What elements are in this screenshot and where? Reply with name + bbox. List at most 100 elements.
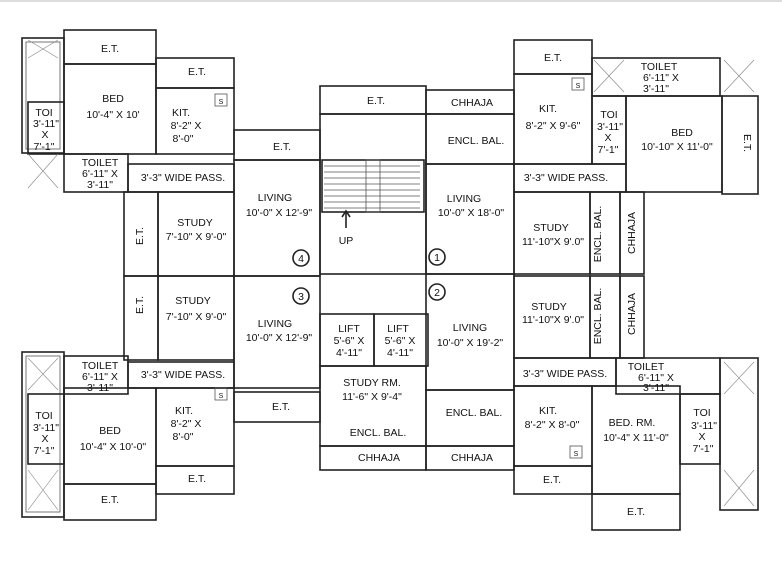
label-kit-sw-d2: 8'-0" (173, 431, 194, 443)
label-pass-se: 3'-3" WIDE PASS. (523, 368, 607, 380)
label-lift1: LIFT (338, 323, 360, 335)
label-et-se: E.T. (543, 474, 561, 486)
label-toilet-sw-d2: 3'-11" (87, 382, 113, 394)
label-study-nw: STUDY (177, 217, 213, 229)
label-toi-se-d2: X (698, 431, 705, 443)
label-et-nw2: E.T. (188, 66, 206, 78)
label-toilet-ne: TOILET (641, 61, 678, 73)
sink-label-nw: S (219, 99, 224, 106)
label-bed-se-dim: 10'-4" X 11'-0" (603, 432, 669, 444)
shaft-marks (27, 39, 755, 511)
label-pass-sw: 3'-3" WIDE PASS. (141, 369, 225, 381)
label-chhaja-top: CHHAJA (451, 97, 493, 109)
label-living4-dim: 10'-0" X 12'-9" (246, 207, 313, 219)
label-bed-ne: BED (671, 127, 693, 139)
label-toi-nw: TOI (35, 107, 52, 119)
label-toi-nw-d3: 7'-1" (34, 141, 55, 153)
flat-number-2-circle (428, 283, 446, 301)
label-up: UP (339, 235, 354, 247)
label-toilet-nw-d2: 3'-11" (87, 179, 113, 191)
label-toi-nw-d1: 3'-11" (33, 118, 59, 130)
sink-label-ne: S (576, 83, 581, 90)
label-chhaja-e1: CHHAJA (626, 212, 638, 254)
flat-number-3-circle (292, 287, 310, 305)
label-toilet-sw: TOILET (82, 360, 119, 372)
label-kit-sw-d1: 8'-2" X (171, 418, 202, 430)
label-toilet-nw: TOILET (82, 157, 119, 169)
flat-number-4-circle (292, 249, 310, 267)
label-study-rm: STUDY RM. (343, 377, 401, 389)
label-chhaja-bl: CHHAJA (358, 452, 400, 464)
label-encl-bal-c: ENCL. BAL. (350, 427, 407, 439)
flat-number-1-circle (428, 248, 446, 266)
label-living3-dim: 10'-0" X 12'-9" (246, 332, 313, 344)
label-bed-ne-dim: 10'-10" X 11'-0" (641, 141, 713, 153)
label-lift1-dim2: 4'-11" (336, 347, 362, 359)
flat-number-markers (292, 248, 446, 305)
label-bed-se: BED. RM. (609, 417, 656, 429)
label-study-ne: STUDY (533, 222, 569, 234)
label-lift2: LIFT (387, 323, 409, 335)
sink-boxes (214, 77, 585, 459)
label-lift2-dim1: 5'-6" X (385, 335, 416, 347)
label-et-study-w: E.T. (134, 296, 146, 314)
label-bed-sw-dim: 10'-4" X 10'-0" (80, 441, 147, 453)
label-et-stair: E.T. (367, 95, 385, 107)
label-study-ne-dim: 11'-10"X 9'.0" (522, 236, 584, 248)
label-et-sw2: E.T. (101, 494, 119, 506)
label-kit-nw: KIT. (172, 107, 190, 119)
label-study-e: STUDY (531, 301, 567, 313)
label-et-sw: E.T. (188, 473, 206, 485)
wall-outline (21, 29, 759, 531)
label-et-sw3: E.T. (272, 401, 290, 413)
label-living2: LIVING (453, 322, 487, 334)
label-toi-se: TOI (693, 407, 710, 419)
label-toilet-se: TOILET (628, 361, 665, 373)
sink-label-se: S (574, 451, 579, 458)
label-study-rm-dim: 11'-6" X 9'-4" (342, 391, 402, 403)
flat-number-2: 2 (434, 287, 440, 299)
stair-treads (324, 159, 420, 228)
label-living3: LIVING (258, 318, 292, 330)
sink-label-sw: S (219, 393, 224, 400)
label-toi-sw-d2: X (41, 433, 48, 445)
label-encl-bal-e2: ENCL. BAL. (592, 288, 604, 345)
label-living4: LIVING (258, 192, 292, 204)
label-encl-bal-ne: ENCL. BAL. (448, 135, 505, 147)
label-pass-nw: 3'-3" WIDE PASS. (141, 172, 225, 184)
label-toilet-ne-d1: 6'-11" X (643, 72, 679, 84)
label-living1-dim: 10'-0" X 18'-0" (438, 207, 505, 219)
label-study-e-dim: 11'-10"X 9'.0" (522, 314, 584, 326)
label-pass-ne: 3'-3" WIDE PASS. (524, 172, 608, 184)
label-toi-ne-d1: 3'-11" (597, 121, 623, 133)
label-study-nw-dim: 7'-10" X 9'-0" (166, 231, 227, 243)
label-et-ne: E.T. (544, 52, 562, 64)
label-et-se2: E.T. (627, 506, 645, 518)
label-toi-ne-d3: 7'-1" (598, 144, 619, 156)
label-kit-nw-d1: 8'-2" X (171, 120, 202, 132)
label-toi-ne: TOI (600, 109, 617, 121)
label-kit-se: KIT. (539, 405, 557, 417)
label-living1: LIVING (447, 193, 481, 205)
label-kit-ne: KIT. (539, 103, 557, 115)
label-living2-dim: 10'-0" X 19'-2" (437, 337, 504, 349)
label-toi-nw-d2: X (41, 129, 48, 141)
label-chhaja-e2: CHHAJA (626, 293, 638, 335)
label-study-w-dim: 7'-10" X 9'-0" (166, 311, 227, 323)
label-toilet-sw-d1: 6'-11" X (82, 371, 118, 383)
label-bed-nw-dim: 10'-4" X 10' (86, 109, 139, 121)
label-study-w: STUDY (175, 295, 211, 307)
label-kit-sw: KIT. (175, 405, 193, 417)
label-toilet-se-d1: 6'-11" X (638, 372, 674, 384)
label-toi-sw: TOI (35, 410, 52, 422)
label-bed-nw: BED (102, 93, 124, 105)
label-encl-bal-e1: ENCL. BAL. (592, 206, 604, 263)
label-encl-bal-se: ENCL. BAL. (446, 407, 503, 419)
label-toi-ne-d2: X (604, 132, 611, 144)
label-toi-sw-d1: 3'-11" (33, 422, 59, 434)
label-toilet-ne-d2: 3'-11" (643, 83, 669, 95)
label-et-nw: E.T. (101, 43, 119, 55)
flat-number-1: 1 (434, 252, 440, 264)
label-et-study-nw: E.T. (134, 227, 146, 245)
